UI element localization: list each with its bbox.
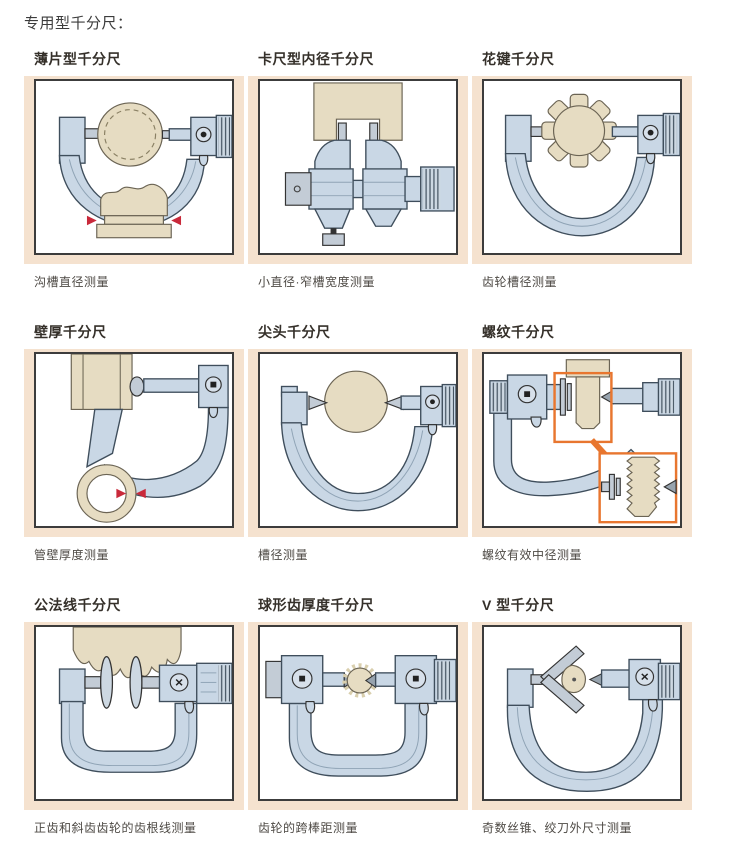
panel-title: 壁厚千分尺 (34, 324, 107, 340)
panel-title: 薄片型千分尺 (34, 51, 121, 67)
panel-title: 公法线千分尺 (34, 597, 121, 613)
panel-shadow (472, 76, 692, 264)
micrometer-frame (58, 668, 198, 773)
panel-shadow (24, 622, 244, 810)
highlight-box (553, 371, 613, 444)
tube-workpiece (70, 354, 133, 410)
v-block-anvil (539, 645, 585, 714)
slotted-workpiece (313, 82, 403, 141)
anvil (530, 126, 544, 137)
panel-ball-gear-micrometer: 球形齿厚度千分尺 (248, 595, 468, 868)
panel-box (258, 352, 458, 528)
panel-caption: 小直径·窄槽宽度测量 (258, 275, 375, 289)
panel-title: V 型千分尺 (482, 597, 555, 613)
spline-micrometer-illustration (504, 93, 680, 237)
round-workpiece (97, 102, 164, 167)
thread-measuring-area (559, 359, 614, 430)
panel-box (34, 352, 234, 528)
panel-shadow (248, 622, 468, 810)
triangular-workpiece (561, 664, 587, 694)
thread-inset (598, 452, 678, 524)
spindle-and-body (143, 364, 229, 419)
panel-caption: 沟槽直径测量 (34, 275, 110, 289)
panel-caption: 槽径测量 (258, 548, 309, 562)
panel-box (482, 79, 682, 255)
panel-v-anvil-micrometer: V 型千分尺 (472, 595, 692, 868)
panel-gear-span-micrometer: 公法线千分尺 (24, 595, 244, 868)
spindle-and-thimble (400, 383, 456, 436)
micrometer-frame (86, 406, 229, 498)
spindle-and-thimble (610, 378, 680, 416)
groove-detail-diagram (86, 183, 182, 239)
panel-shadow (24, 349, 244, 537)
body-and-thimble (158, 662, 232, 714)
panel-shadow (24, 76, 244, 264)
ball-gear-micrometer-illustration (265, 654, 456, 777)
panel-caption: 正齿和斜齿齿轮的齿根线测量 (34, 821, 197, 835)
micrometer-frame (288, 702, 428, 777)
spindle-and-thimble (161, 114, 232, 167)
page-title: 专用型千分尺： (24, 15, 133, 32)
panel-box (482, 625, 682, 801)
spindle-and-thimble (588, 658, 680, 712)
anvil (84, 128, 100, 139)
panel-thread-micrometer: 螺纹千分尺 (472, 322, 692, 595)
tube-wall-micrometer-illustration (70, 354, 229, 523)
panel-box (482, 352, 682, 528)
micrometer-frame (280, 385, 434, 512)
micrometer-body (284, 166, 455, 212)
panel-point-micrometer: 尖头千分尺 (248, 322, 468, 595)
panel-box (258, 79, 458, 255)
spline-workpiece (541, 93, 617, 168)
blade-micrometer-illustration (58, 102, 232, 239)
round-workpiece (324, 370, 388, 433)
panel-box (34, 79, 234, 255)
panel-caption: 齿轮的跨棒距测量 (258, 821, 359, 835)
panel-shadow (248, 349, 468, 537)
panel-box (34, 625, 234, 801)
panel-tube-wall-micrometer: 壁厚千分尺 (24, 322, 244, 595)
panel-shadow (248, 76, 468, 264)
measuring-jaws (314, 122, 402, 174)
panel-shadow (472, 622, 692, 810)
panel-box (258, 625, 458, 801)
ball-anvil (129, 376, 145, 397)
red-arrow-left (116, 488, 127, 499)
panel-blade-micrometer: 薄片型千分尺 (24, 49, 244, 322)
tube-ring-diagram (76, 464, 146, 523)
red-arrow-right (135, 488, 146, 499)
panel-title: 卡尺型内径千分尺 (258, 51, 374, 67)
panel-grid: 薄片型千分尺 (24, 49, 748, 868)
point-anvil (308, 395, 329, 411)
spindle-and-thimble (611, 112, 680, 165)
red-arrow-left (86, 215, 97, 226)
left-assembly (265, 654, 356, 714)
panel-caption: 奇数丝锥、绞刀外尺寸测量 (482, 821, 633, 835)
micrometer-frame (504, 114, 656, 237)
red-arrow-right (171, 215, 182, 226)
panel-spline-micrometer: 花键千分尺 (472, 49, 692, 322)
point-micrometer-illustration (280, 370, 456, 512)
panel-title: 螺纹千分尺 (482, 324, 555, 340)
v-anvil-micrometer-illustration (506, 645, 680, 793)
panel-title: 球形齿厚度千分尺 (258, 597, 374, 613)
panel-shadow (472, 349, 692, 537)
panel-caption: 齿轮槽径测量 (482, 275, 558, 289)
panel-caption: 管壁厚度测量 (34, 548, 110, 562)
micrometer-frame (506, 668, 664, 793)
right-assembly (364, 654, 456, 716)
panel-title: 尖头千分尺 (258, 324, 331, 340)
ratchet-and-body (489, 374, 562, 428)
panel-caption: 螺纹有效中径测量 (482, 548, 583, 562)
thread-micrometer-illustration (489, 359, 680, 524)
lower-jaws-and-knob (313, 208, 403, 246)
gear-workpiece (72, 627, 182, 679)
panel-caliper-inside-micrometer: 卡尺型内径千分尺 (248, 49, 468, 322)
panel-title: 花键千分尺 (482, 51, 555, 67)
caliper-inside-micrometer-illustration (284, 82, 455, 246)
gear-span-micrometer-illustration (58, 627, 232, 773)
